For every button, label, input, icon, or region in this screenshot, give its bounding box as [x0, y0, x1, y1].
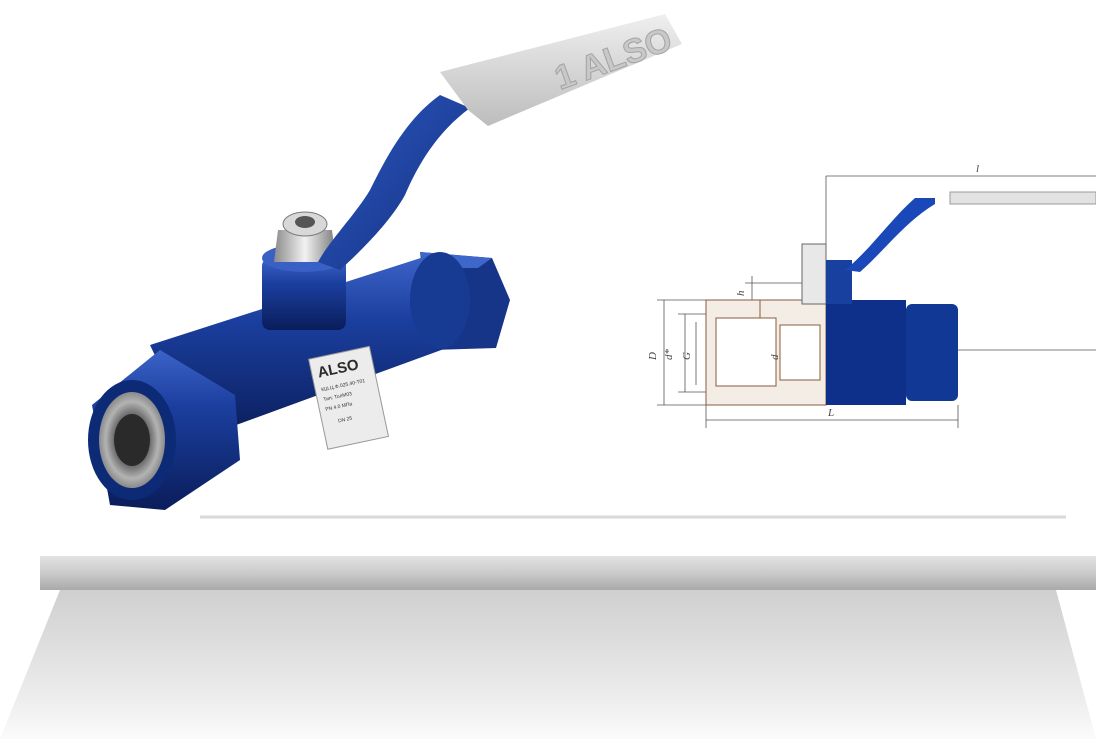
dim-L-label: L: [827, 407, 834, 419]
shelf-edge: [200, 515, 1066, 519]
dim-d-label: d: [769, 354, 781, 360]
drawing-exterior-half: [826, 191, 1096, 405]
nameplate-line2: Тип: ТолМ03: [323, 391, 353, 403]
nameplate: ALSO КШ.Ц.Ф.025.40-Т01 Тип: ТолМ03 PN 4.…: [308, 345, 390, 450]
dim-G-label: G: [681, 352, 693, 360]
dim-dstar-label: d*: [663, 349, 675, 361]
valve-stem: [262, 211, 346, 330]
dim-D-label: D: [647, 352, 659, 361]
display-shelf: [40, 556, 1096, 590]
nameplate-line4: DN 25: [338, 416, 353, 425]
valve-left-coupling: [88, 350, 240, 510]
drawing-section-half: [705, 243, 827, 406]
nameplate-line3: PN 4.0 МПа: [325, 401, 353, 413]
dim-l-label: l: [976, 163, 979, 175]
dim-h-label: h: [735, 290, 747, 296]
shelf-reflection: [0, 590, 1096, 739]
